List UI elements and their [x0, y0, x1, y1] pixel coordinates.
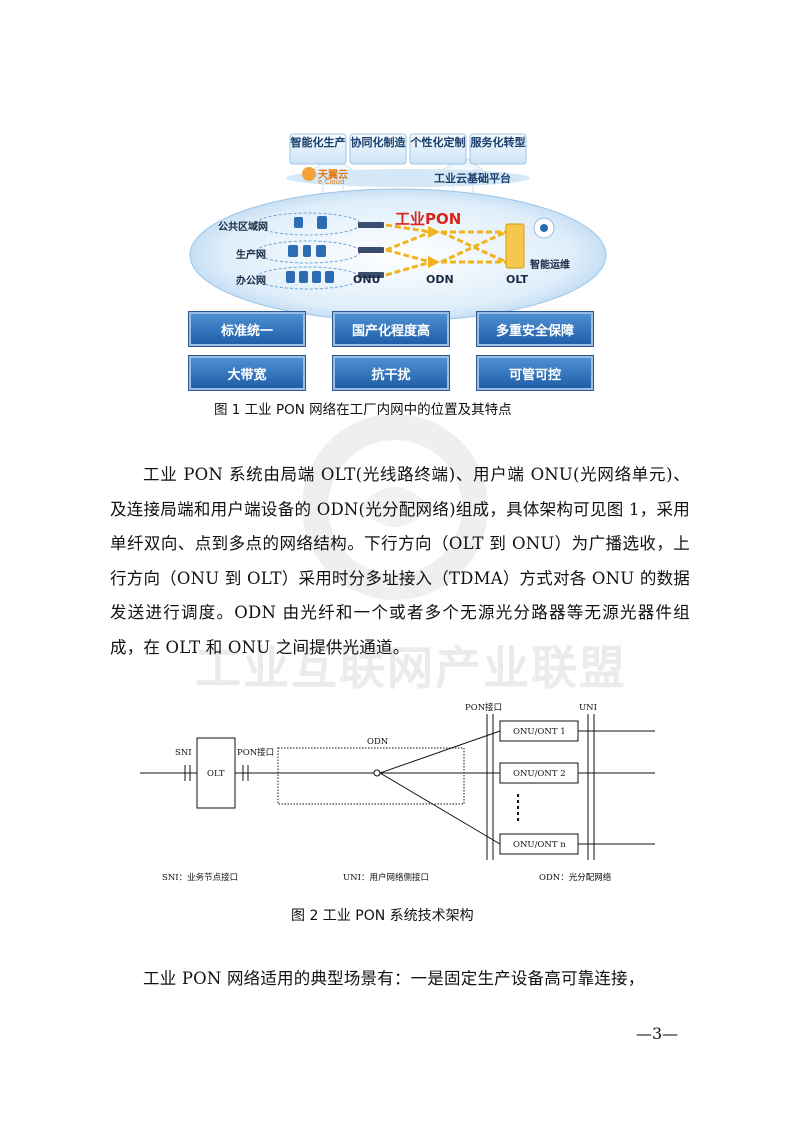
feature-badge: 多重安全保障 — [477, 312, 593, 346]
figure-1-caption: 图 1 工业 PON 网络在工厂内网中的位置及其特点 — [214, 402, 512, 418]
cloud-platform-label: 工业云基础平台 — [434, 172, 511, 185]
pon-port-left-label: PON接口 — [237, 747, 274, 758]
feature-badge: 大带宽 — [189, 356, 305, 390]
feature-badge: 国产化程度高 — [333, 312, 449, 346]
uni-label: UNI — [579, 703, 597, 713]
om-label: 智能运维 — [530, 260, 570, 271]
onu-1-label: ONU/ONT 1 — [513, 727, 566, 737]
feature-badge: 抗干扰 — [333, 356, 449, 390]
network-production: 生产网 — [236, 250, 266, 261]
cloud-brand: 天翼云 — [318, 170, 348, 181]
page-number: —3— — [636, 1024, 679, 1043]
onu-n-label: ONU/ONT n — [513, 840, 566, 850]
sni-label: SNI — [175, 748, 192, 758]
top-tag-2: 协同化制造 — [350, 136, 406, 149]
pon-port-top-label: PON接口 — [465, 702, 502, 713]
cloud-brand-sub: e Cloud — [318, 178, 345, 186]
top-tag-1: 智能化生产 — [290, 136, 346, 149]
pon-title: 工业PON — [395, 210, 462, 228]
node-onu: ONU — [353, 273, 381, 286]
figure-2-caption: 图 2 工业 PON 系统技术架构 — [291, 908, 474, 924]
network-public: 公共区域网 — [218, 222, 268, 233]
legend-odn: ODN：光分配网络 — [539, 872, 612, 883]
network-office: 办公网 — [236, 276, 266, 287]
node-odn: ODN — [426, 273, 454, 286]
legend-sni: SNI：业务节点接口 — [162, 872, 238, 883]
watermark-text: 工业互联网产业联盟 — [195, 641, 627, 695]
odn-label: ODN — [367, 737, 389, 747]
feature-badge: 标准统一 — [189, 312, 305, 346]
paragraph-2: 工业 PON 网络适用的典型场景有：一是固定生产设备高可靠连接， — [110, 962, 690, 997]
olt-label: OLT — [207, 769, 225, 779]
watermark-logo — [300, 412, 490, 606]
top-tag-3: 个性化定制 — [410, 136, 466, 149]
legend-uni: UNI：用户网络侧接口 — [343, 872, 429, 883]
paragraph-1: 工业 PON 系统由局端 OLT(光线路终端)、用户端 ONU(光网络单元)、及… — [110, 458, 690, 665]
feature-badge: 可管可控 — [477, 356, 593, 390]
node-olt: OLT — [506, 273, 529, 286]
figure-1: 智能化生产 协同化制造 个性化定制 服务化转型 天翼云 e Cloud 工业云基… — [188, 128, 608, 390]
paragraph-1-text: 工业 PON 系统由局端 OLT(光线路终端)、用户端 ONU(光网络单元)、及… — [110, 465, 690, 657]
figure-2: SNI OLT PON接口 ODN PON接口 UNI ONU/ONT 1 ON… — [140, 702, 655, 883]
paragraph-2-text: 工业 PON 网络适用的典型场景有：一是固定生产设备高可靠连接， — [143, 969, 645, 988]
top-tag-list — [289, 133, 527, 165]
onu-2-label: ONU/ONT 2 — [513, 769, 566, 779]
top-tag-4: 服务化转型 — [470, 136, 526, 149]
